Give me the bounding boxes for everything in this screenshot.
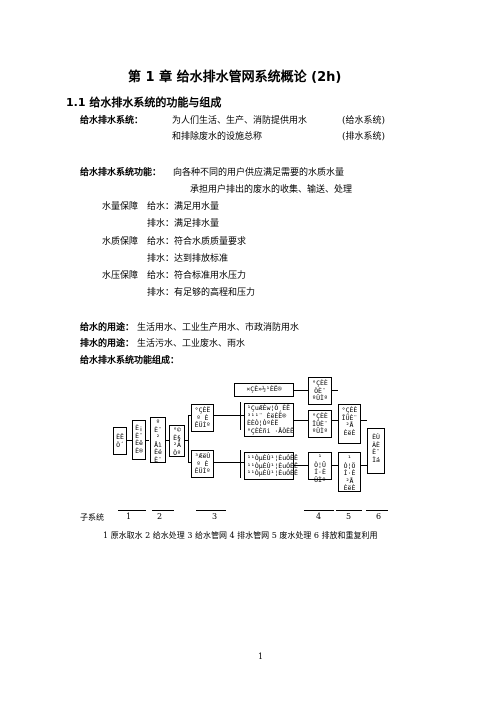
connector-line <box>240 402 241 430</box>
diagram-box-discharge-reuse: ÈÙ ÀÈ È¨ Ìá <box>367 428 385 474</box>
diagram-box-label: °© È§ ²Â Òº <box>173 426 181 457</box>
diagram-box-wastewater-treatment-b: ¹ Ò¦Ö Í·È ²Å ÈëÈ <box>338 452 361 492</box>
diagram-box-label: ³ÆëÙ º È ÊÜÌº <box>194 452 211 475</box>
subsystem-number-1: 1 <box>126 512 132 521</box>
diagram-box-label: °ÇÈÈ ÒÈ¨ ºÜÌº <box>312 379 328 402</box>
guarantee-head-1: 水量保障 <box>102 202 139 212</box>
connector-line <box>332 465 338 466</box>
diagram-box-label: È¡ È¨ Èë È® <box>135 424 143 455</box>
guarantee-head-3: 水质保障 <box>102 237 139 247</box>
definition-line2: 和排除废水的设施总称 <box>172 132 263 142</box>
diagram-box-label: º È¨ ² Åì Èé È¨ <box>154 418 162 464</box>
guarantee-sub-2: 排水：满足排水量 <box>147 219 220 229</box>
page-title: 第 1 章 给水排水管网系统概论 (2h) <box>128 70 342 85</box>
subsystem-underline <box>196 510 226 511</box>
guarantee-head-5: 水压保障 <box>102 271 139 281</box>
subsystem-label: 子系统 <box>80 513 104 522</box>
diagram-box-label: ¹ Ò¦Û Í·È ÜÌº <box>314 453 326 484</box>
connector-line <box>294 390 308 391</box>
function-line1: 向各种不同的用户供应满足需要的水质水量 <box>173 168 345 178</box>
diagram-box-label: °ÇÈÈ ÎÜÈ¨ ºÜÌº <box>312 412 328 435</box>
diagram-box-label: ÈË Ò´ <box>116 433 124 449</box>
usage-drain-text: 生活污水、工业废水、雨水 <box>137 339 246 349</box>
subsystem-number-2: 2 <box>157 512 163 521</box>
function-label: 给水排水系统功能： <box>80 168 162 178</box>
connector-line <box>294 465 308 466</box>
diagram-box-supply-network-b: ³ÆëÙ º È ÊÜÌº <box>191 450 214 478</box>
diagram-box-label: ¹¹ÒµÈÙ¹¦ÈuÓÈË ¹¹ÒµÈÙ¹¦ÈuÓÈË ¹¹ÒµÈÙ¹¦ÈuÓÈ… <box>247 454 298 477</box>
usage-supply-label: 给水的用途： <box>80 323 135 333</box>
connector-line <box>214 462 244 463</box>
subsystem-number-3: 3 <box>212 512 218 521</box>
connector-line <box>361 465 367 466</box>
usage-supply-text: 生活用水、工业生产用水、市政消防用水 <box>137 323 300 333</box>
usage-drain-label: 排水的用途： <box>80 339 135 349</box>
subsystem-underline <box>304 510 334 511</box>
function-line2: 承担用户排出的废水的收集、输送、处理 <box>190 185 353 195</box>
connector-line <box>332 420 338 421</box>
definition-line1-note: (给水系统) <box>342 116 386 126</box>
connector-line <box>294 420 308 421</box>
diagram-box-drain-network-c: ¹ Ò¦Û Í·È ÜÌº <box>308 452 332 483</box>
diagram-box-drain-network-a: °ÇÈÈ ÒÈ¨ ºÜÌº <box>308 377 332 405</box>
diagram-box-fire-use: ×ÇÈ»½¹ÈË® <box>234 383 294 397</box>
subsystem-number-5: 5 <box>346 512 352 521</box>
diagram-box-user: ÈË Ò´ <box>113 427 127 455</box>
diagram-caption: 1 原水取水 2 给水处理 3 给水管网 4 排水管网 5 废水处理 6 排放和… <box>103 531 378 540</box>
connector-line <box>166 440 169 441</box>
diagram-box-label: ×ÇÈ»½¹ÈË® <box>246 385 282 393</box>
definition-label: 给水排水系统： <box>80 116 144 126</box>
guarantee-sub-1: 给水：满足用水量 <box>147 202 220 212</box>
connector-line <box>240 450 241 478</box>
diagram-box-intake: È¡ È¨ Èë È® <box>132 420 146 460</box>
diagram-box-label: ¹ Ò¦Ö Í·È ²Å ÈëÈ <box>343 454 356 492</box>
page-number: 1 <box>258 652 264 661</box>
diagram-box-wastewater-treatment-a: °ÇÈÈ ÎÜÈ¨ ²Å ÈëÈ <box>338 404 361 444</box>
composition-label: 给水排水系统功能组成： <box>80 356 180 366</box>
diagram-box-label: °ÇÈË º È ÊÜÌº <box>194 406 211 429</box>
diagram-box-treatment: º È¨ ² Åì Èé È¨ <box>150 417 166 463</box>
subsystem-underline <box>118 510 146 511</box>
subsystem-number-6: 6 <box>376 512 382 521</box>
connector-line <box>188 462 191 463</box>
connector-line <box>214 415 244 416</box>
guarantee-sub-5: 给水：符合标准用水压力 <box>147 271 247 281</box>
connector-line <box>332 390 338 391</box>
definition-line2-note: (排水系统) <box>342 132 386 142</box>
section-title: 1.1 给水排水系统的功能与组成 <box>66 96 222 109</box>
subsystem-underline <box>336 510 362 511</box>
diagram-box-label: ¹ÇuÆÈw¦Ò¸ÈË ³¹¹¨ ÈëÈË® ÈÈÒ¦ÒºÈË °ÇÈÈñi ·… <box>247 404 294 435</box>
diagram-box-users-domestic: ¹ÇuÆÈw¦Ò¸ÈË ³¹¹¨ ÈëÈË® ÈÈÒ¦ÒºÈË °ÇÈÈñi ·… <box>244 403 294 437</box>
definition-line1: 为人们生活、生产、消防提供用水 <box>172 116 308 126</box>
subsystem-number-4: 4 <box>316 512 322 521</box>
connector-line <box>185 440 188 441</box>
diagram-box-drain-network-b: °ÇÈÈ ÎÜÈ¨ ºÜÌº <box>308 410 332 438</box>
guarantee-sub-4: 排水：达到排放标准 <box>147 254 229 264</box>
guarantee-sub-6: 排水：有足够的高程和压力 <box>147 288 256 298</box>
guarantee-sub-3: 给水：符合水质质量要求 <box>147 237 247 247</box>
connector-line <box>188 415 189 462</box>
diagram-box-label: °ÇÈÈ ÎÜÈ¨ ²Å ÈëÈ <box>341 406 358 437</box>
subsystem-underline <box>366 510 388 511</box>
diagram-box-pump: °© È§ ²Â Òº <box>169 425 185 457</box>
diagram-box-supply-network-a: °ÇÈË º È ÊÜÌº <box>191 404 214 432</box>
connector-line <box>361 420 367 421</box>
diagram-box-label: ÈÙ ÀÈ È¨ Ìá <box>372 433 380 464</box>
connector-line <box>188 415 191 416</box>
diagram-box-users-industrial: ¹¹ÒµÈÙ¹¦ÈuÓÈË ¹¹ÒµÈÙ¹¦ÈuÓÈË ¹¹ÒµÈÙ¹¦ÈuÓÈ… <box>244 452 298 480</box>
subsystem-underline <box>152 510 174 511</box>
